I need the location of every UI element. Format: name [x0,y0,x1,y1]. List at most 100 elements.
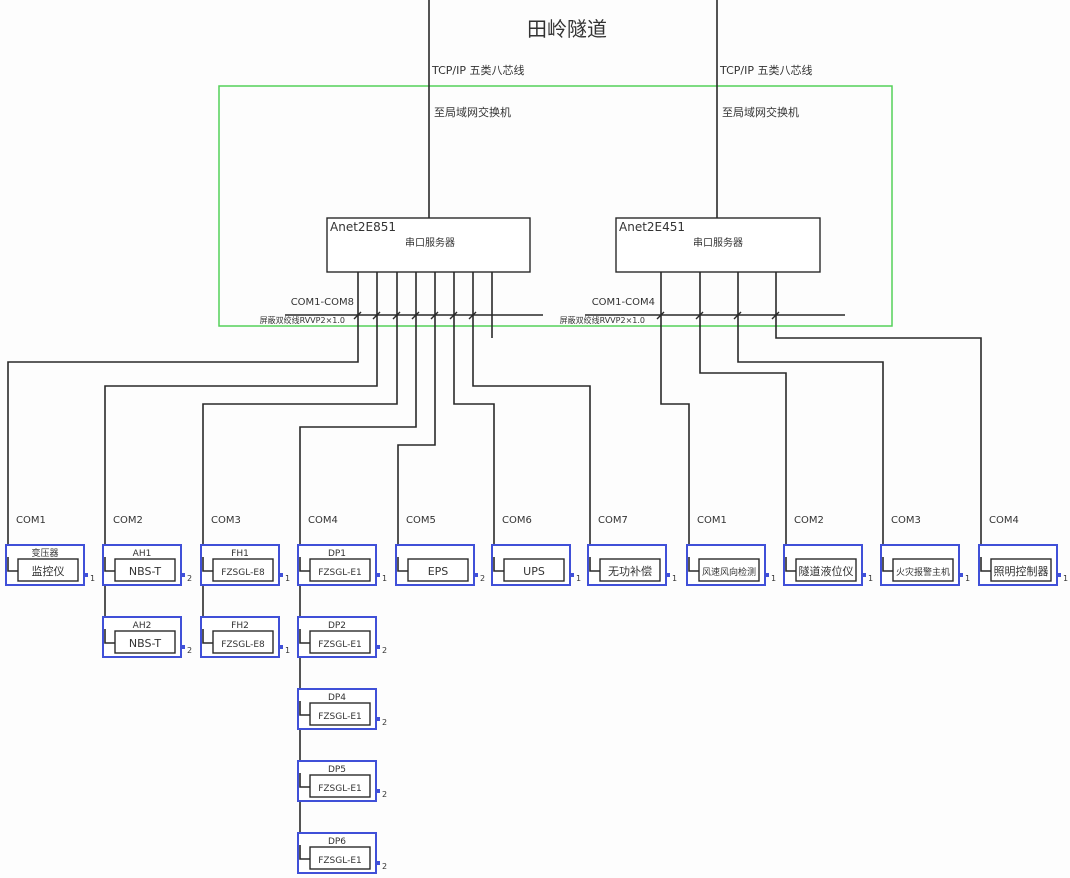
terminal-icon [765,573,769,577]
server-2-name: 串口服务器 [693,236,743,249]
device-count: 2 [187,574,192,583]
device-count: 1 [771,574,776,583]
port-tick [695,311,704,320]
device-tag: FH2 [231,621,249,631]
device-link [299,701,310,716]
device-link [104,557,115,572]
device-link [7,557,18,572]
device-body [114,558,176,582]
device-body [309,774,371,798]
device-body [990,558,1052,582]
device-link [589,557,600,572]
uplink-cable-1: TCP/IP 五类八芯线 [431,63,524,77]
port-tick [733,311,742,320]
device-name: FZSGL-E1 [318,856,362,866]
cabinet-frame [218,85,893,327]
device-tag: DP4 [328,693,346,703]
device-count: 2 [382,718,387,727]
com-label: COM3 [891,515,921,526]
device-name: FZSGL-E1 [318,568,362,578]
server-2-model: Anet2E451 [619,220,685,234]
device-count: 2 [382,646,387,655]
serial-server-1: Anet2E851 串口服务器 COM1-COM8 屏蔽双绞线RVVP2×1.0 [260,217,543,325]
terminal-icon [376,645,380,649]
device-link [104,629,115,644]
device-tag: 变压器 [31,547,58,559]
server-2-cable: 屏蔽双绞线RVVP2×1.0 [560,315,645,325]
com-wire [397,272,436,560]
device-link [299,557,310,572]
device-link [493,557,504,572]
server-1-cable: 屏蔽双绞线RVVP2×1.0 [260,315,345,325]
com-label: COM4 [308,515,338,526]
device-tag: DP5 [328,765,346,775]
device-tag: DP1 [328,549,346,559]
device-tag: DP2 [328,621,346,631]
terminal-icon [376,717,380,721]
uplink-dest-2: 至局域网交换机 [722,105,799,119]
device-body [212,630,274,654]
terminal-icon [376,573,380,577]
terminal-icon [376,789,380,793]
terminal-icon [181,645,185,649]
device-name: 监控仪 [32,564,65,578]
terminal-icon [84,573,88,577]
device-link [299,629,310,644]
device-count: 2 [187,646,192,655]
terminal-icon [862,573,866,577]
port-tick [411,311,420,320]
com-wire [299,272,417,560]
com-wire [7,272,359,560]
com-wire [104,272,378,560]
device-count: 1 [382,574,387,583]
device-count: 1 [285,574,290,583]
device-link [202,557,213,572]
device-name: FZSGL-E1 [318,712,362,722]
device-body [309,846,371,870]
device-count: 1 [90,574,95,583]
com-label: COM2 [794,515,824,526]
com-wire [660,272,690,560]
device-name: FZSGL-E1 [318,784,362,794]
device-body [892,558,954,582]
com-label: COM3 [211,515,241,526]
port-tick [353,311,362,320]
terminal-icon [279,573,283,577]
device-body [503,558,565,582]
port-tick [430,311,439,320]
device-name: 火灾报警主机 [896,566,950,578]
device-name: FZSGL-E8 [221,568,265,578]
uplink-dest-1: 至局域网交换机 [434,105,511,119]
device-link [299,773,310,788]
device-count: 1 [285,646,290,655]
port-tick [372,311,381,320]
port-tick [468,311,477,320]
com-label: COM7 [598,515,628,526]
server-1-name: 串口服务器 [405,236,455,249]
device-link [397,557,408,572]
terminal-icon [666,573,670,577]
